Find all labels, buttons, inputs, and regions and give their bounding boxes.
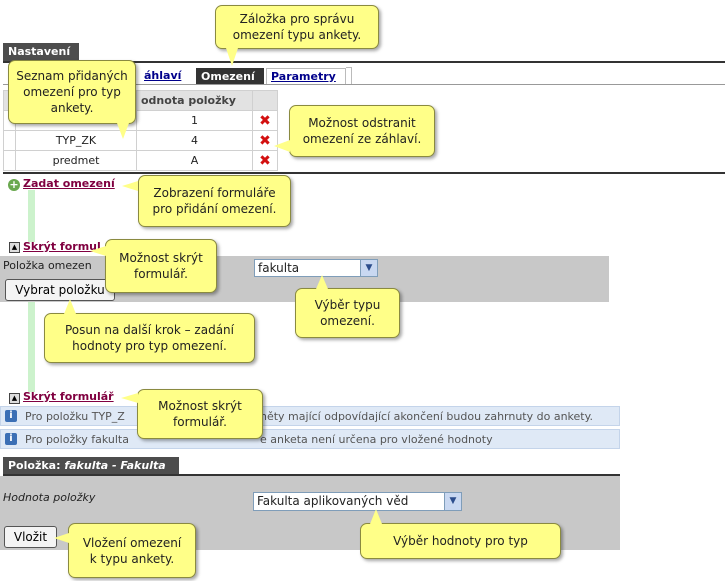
callout-tab-management: Záložka pro správu omezení typu ankety. — [215, 5, 379, 49]
item-value-select-value: Fakulta aplikovaných věd — [257, 494, 409, 508]
table-cell-value: A — [136, 150, 253, 171]
dropdown-arrow-icon: ▼ — [444, 493, 461, 510]
item-section-header-value: fakulta - Fakulta — [64, 459, 166, 472]
callout-show-form: Zobrazení formuláře pro přidání omezení. — [138, 175, 291, 227]
callout-type-select: Výběr typu omezení. — [295, 288, 400, 338]
add-restriction-link[interactable]: Zadat omezení — [23, 177, 115, 190]
callout-tail — [117, 123, 129, 139]
callout-tail — [121, 393, 138, 403]
remove-icon[interactable]: ✖ — [259, 152, 271, 169]
tab-parameters[interactable]: Parametry — [266, 68, 346, 84]
table-cell-value: 1 — [136, 110, 253, 131]
item-section-header: Položka: fakulta - Fakulta — [3, 457, 179, 475]
callout-value-select: Výběr hodnoty pro typ — [360, 523, 561, 559]
remove-icon[interactable]: ✖ — [259, 132, 271, 149]
settings-header-label: Nastavení — [8, 45, 71, 58]
restriction-item-label: Položka omezen — [3, 259, 92, 272]
callout-tail — [274, 140, 290, 152]
tab-header-label: áhlaví — [144, 69, 182, 82]
collapse-icon[interactable]: ▲ — [9, 393, 20, 404]
settings-header-rule — [3, 61, 725, 63]
table-cell — [3, 150, 16, 171]
info-row: i Pro položky fakulta e anketa není urče… — [0, 429, 620, 449]
tab-header[interactable]: áhlaví — [138, 68, 194, 84]
info-row-text-right: e anketa není určena pro vložené hodnoty — [260, 433, 493, 446]
table-cell-remove[interactable]: ✖ — [252, 110, 278, 131]
restriction-type-select[interactable]: fakulta ▼ — [254, 259, 378, 277]
table-row: predmet A ✖ — [3, 150, 278, 171]
select-item-button[interactable]: Vybrat položku — [5, 279, 115, 301]
tab-restrictions-label: Omezení — [201, 70, 255, 83]
callout-tail — [54, 533, 69, 543]
callout-tail — [316, 275, 328, 289]
table-cell-name: predmet — [15, 150, 137, 171]
callout-tail — [122, 181, 138, 191]
tab-restrictions[interactable]: Omezení — [196, 68, 264, 84]
table-bottom-rule — [3, 172, 725, 174]
tab-parameters-label: Parametry — [271, 70, 336, 83]
restriction-type-select-value: fakulta — [258, 261, 300, 275]
callout-insert: Vložení omezení k typu ankety. — [68, 523, 196, 578]
remove-icon[interactable]: ✖ — [259, 112, 271, 129]
guide-line — [28, 300, 35, 392]
info-row-text-right: něty mající odpovídající akončení budou … — [260, 410, 594, 423]
collapse-icon[interactable]: ▲ — [9, 242, 20, 253]
callout-hide-form-1: Možnost skrýt formulář. — [105, 239, 217, 293]
insert-button[interactable]: Vložit — [4, 526, 57, 548]
callout-tail — [226, 48, 238, 66]
callout-added-list: Seznam přidaných omezení pro typ ankety. — [8, 60, 136, 124]
item-value-label: Hodnota položky — [3, 491, 96, 504]
table-cell-remove[interactable]: ✖ — [252, 150, 278, 171]
tab-strip-edge — [346, 67, 352, 85]
plus-circle-icon[interactable]: + — [8, 178, 20, 191]
table-header-cell-action — [252, 90, 278, 111]
item-value-select[interactable]: Fakulta aplikovaných věd ▼ — [253, 492, 462, 511]
table-row: TYP_ZK 4 ✖ — [3, 130, 278, 151]
info-row-text-left: Pro položku TYP_Z — [25, 410, 125, 423]
tab-strip-line — [3, 84, 725, 85]
item-section-header-prefix: Položka: — [8, 459, 61, 472]
table-cell-value: 4 — [136, 130, 253, 151]
info-row-text-left: Pro položky fakulta — [25, 433, 129, 446]
callout-tail — [64, 299, 76, 314]
item-section-rule — [3, 474, 620, 476]
dropdown-arrow-icon: ▼ — [360, 260, 377, 276]
table-header-cell-value: odnota položky — [136, 90, 253, 111]
callout-remove: Možnost odstranit omezení ze záhlaví. — [289, 105, 435, 157]
callout-hide-form-2: Možnost skrýt formulář. — [137, 389, 263, 439]
info-row: i Pro položku TYP_Z něty mající odpovída… — [0, 406, 620, 426]
callout-tail — [90, 246, 106, 256]
callout-next-step: Posun na další krok – zadání hodnoty pro… — [44, 313, 255, 363]
info-icon: i — [5, 433, 17, 445]
hide-form-link[interactable]: Skrýt formul — [23, 240, 101, 253]
table-cell — [3, 130, 16, 151]
guide-line — [28, 190, 35, 242]
settings-header: Nastavení — [3, 43, 79, 61]
callout-tail — [370, 509, 382, 524]
info-icon: i — [5, 410, 17, 422]
hide-form-link-2[interactable]: Skrýt formulář — [23, 390, 114, 403]
